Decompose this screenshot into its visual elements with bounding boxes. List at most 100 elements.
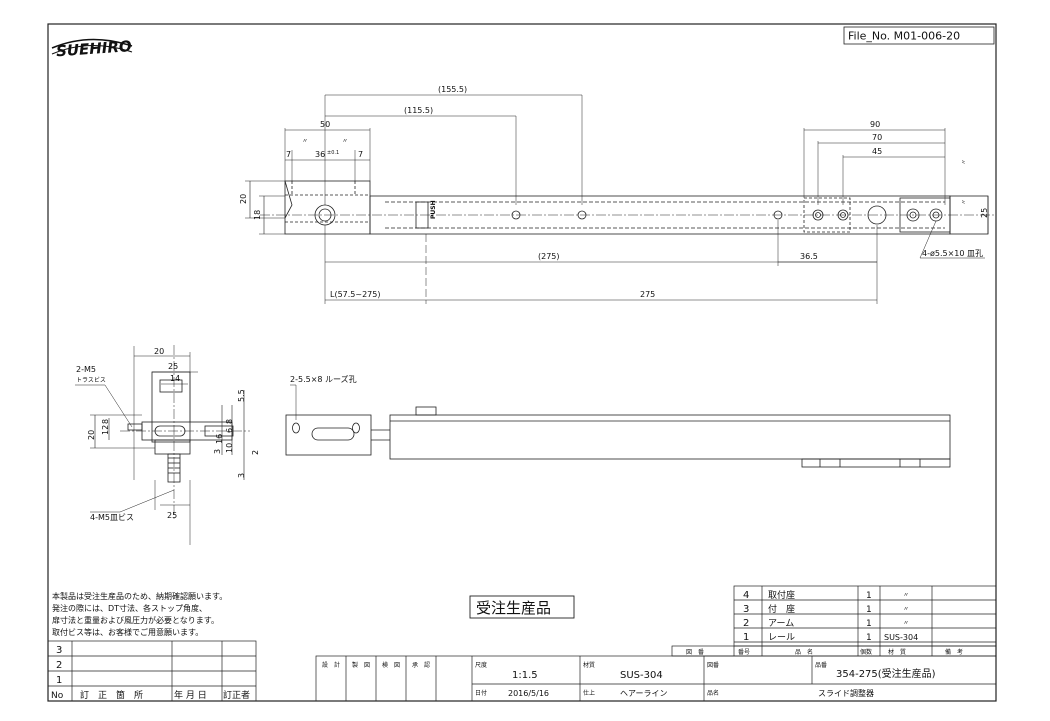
logo-text: SUEHIRO (56, 37, 133, 60)
rev-header-change: 訂 正 箇 所 (80, 689, 143, 701)
note-line-1: 本製品は受注生産品のため、納期確認願います。 (52, 591, 227, 601)
name-label: 品名 (707, 689, 719, 697)
product-name-value: スライド調整器 (818, 688, 874, 698)
side-dim-20: 20 (154, 347, 164, 356)
dim-155-5: (155.5) (438, 85, 467, 94)
dim-18: 18 (253, 210, 262, 220)
rev-header-no: No (51, 691, 64, 701)
notes-block: 本製品は受注生産品のため、納期確認願います。 発注の際には、DT寸法、各ストップ… (52, 591, 227, 637)
front-base-plate (801, 458, 951, 468)
dim-36-tolerance: ±0.1 (327, 150, 339, 156)
parts-header-drawing-no: 図 番 (686, 649, 704, 656)
dim-7-right: 7 (358, 150, 363, 159)
part-2-name: アーム (768, 618, 794, 629)
bottom-screw-note: 4-M5皿ビス (90, 513, 134, 522)
revision-table-text: 3 2 1 No 訂 正 箇 所 年 月 日 訂正者 (51, 645, 250, 701)
top-view (245, 94, 995, 304)
side-dim-v6: 6 (225, 428, 234, 433)
parts-list-text: 4 取付座 1 〃 3 付 座 1 〃 2 アーム 1 〃 1 レール 1 SU… (686, 589, 963, 656)
front-mount-plate (285, 414, 372, 456)
ditto-mark-1: 〃 (302, 138, 308, 145)
suehiro-logo: SUEHIRO (51, 37, 133, 60)
m5-note-2: トラスビス (76, 376, 106, 384)
parts-header-name: 品 名 (795, 648, 813, 656)
parts-header-remark: 備 考 (945, 648, 963, 656)
ditto-mark-2: 〃 (342, 138, 348, 145)
part-4-name: 取付座 (768, 589, 795, 601)
dim-90: 90 (870, 120, 880, 129)
role-design: 設 計 (322, 661, 340, 669)
dim-36: 36 (315, 150, 325, 159)
side-dim-v2: 2 (251, 450, 260, 455)
parts-list-grid (671, 585, 997, 657)
role-drafting: 製 図 (352, 661, 370, 669)
side-dim-v3: 3 (213, 449, 222, 454)
material-value: SUS-304 (620, 670, 663, 681)
side-dim-v8: 8 (101, 419, 110, 424)
part-2-material: 〃 (903, 620, 909, 627)
scale-value: 1:1.5 (512, 670, 538, 681)
note-line-2: 発注の際には、DT寸法、各ストップ角度、 (52, 603, 207, 613)
slot-note: 2-5.5×8 ルーズ孔 (290, 374, 357, 384)
note-line-3: 扉寸法と重量および風圧力が必要となります。 (52, 615, 219, 625)
part-4-no: 4 (743, 590, 749, 601)
dim-275-paren: (275) (538, 252, 560, 261)
side-dim-14: 14 (170, 374, 180, 383)
drawing-no-label: 図番 (707, 662, 719, 669)
dim-7-left: 7 (286, 150, 291, 159)
side-dim-v3b: 3 (237, 473, 246, 478)
parts-header-qty: 個数 (860, 648, 872, 656)
rev-header-by: 訂正者 (223, 689, 250, 701)
front-view (285, 384, 951, 468)
part-4-material: 〃 (903, 592, 909, 599)
m5-note-1: 2-M5 (76, 365, 96, 374)
product-no-label: 品番 (815, 662, 827, 669)
part-2-no: 2 (743, 618, 749, 629)
dim-36-5: 36.5 (800, 252, 818, 261)
dim-45: 45 (872, 147, 882, 156)
role-check: 検 図 (382, 661, 400, 669)
part-1-material: SUS-304 (884, 633, 918, 642)
side-view-labels: 2-M5 トラスビス 20 25 14 5.5 20 12 8 6 8 16 1… (76, 347, 260, 522)
dim-115-5: (115.5) (404, 106, 433, 115)
order-stamp: 受注生産品 (476, 599, 551, 617)
rev-row-3: 3 (56, 645, 62, 656)
side-dim-v16: 16 (215, 434, 224, 444)
part-4-qty: 1 (866, 591, 872, 601)
top-mount-block (284, 180, 371, 235)
side-dim-v8b: 8 (225, 419, 234, 424)
note-line-4: 取付ビス等は、お客様でご用意願います。 (52, 627, 203, 637)
side-dim-v10: 10 (225, 443, 234, 453)
top-view-labels: (155.5) (115.5) 50 〃 〃 7 36 ±0.1 7 20 18… (239, 85, 989, 299)
part-1-name: レール (768, 633, 795, 643)
finish-label: 仕上 (583, 689, 595, 697)
file-no: File_No. M01-006-20 (848, 30, 960, 43)
date-value: 2016/5/16 (508, 689, 549, 698)
revision-table (47, 640, 257, 702)
side-dim-5-5: 5.5 (237, 389, 246, 402)
side-dim-v20: 20 (87, 430, 96, 440)
part-3-name: 付 座 (768, 603, 795, 615)
part-2-qty: 1 (866, 619, 872, 629)
part-1-qty: 1 (866, 633, 872, 643)
dim-25: 25 (980, 208, 989, 218)
dim-70: 70 (872, 133, 882, 142)
title-block-text: 設 計 製 図 検 図 承 認 尺度 1:1.5 材質 SUS-304 図番 品… (322, 661, 936, 698)
parts-header-no: 番号 (738, 649, 750, 656)
order-stamp-box (469, 595, 575, 619)
finish-value: ヘアーライン (620, 689, 668, 698)
ditto-mark-3: 〃 (961, 159, 968, 165)
push-label: PUSH (430, 200, 437, 219)
hole-note: 4-ø5.5×10 皿孔 (922, 249, 983, 258)
dim-20: 20 (239, 194, 248, 204)
dim-50: 50 (320, 120, 330, 129)
parts-header-material: 材 質 (888, 648, 906, 656)
side-view (75, 345, 250, 545)
side-dim-v12: 12 (101, 425, 110, 435)
part-3-qty: 1 (866, 605, 872, 615)
part-3-material: 〃 (903, 606, 909, 613)
scale-label: 尺度 (475, 661, 487, 669)
front-rail (389, 414, 951, 460)
material-label: 材質 (583, 661, 595, 669)
